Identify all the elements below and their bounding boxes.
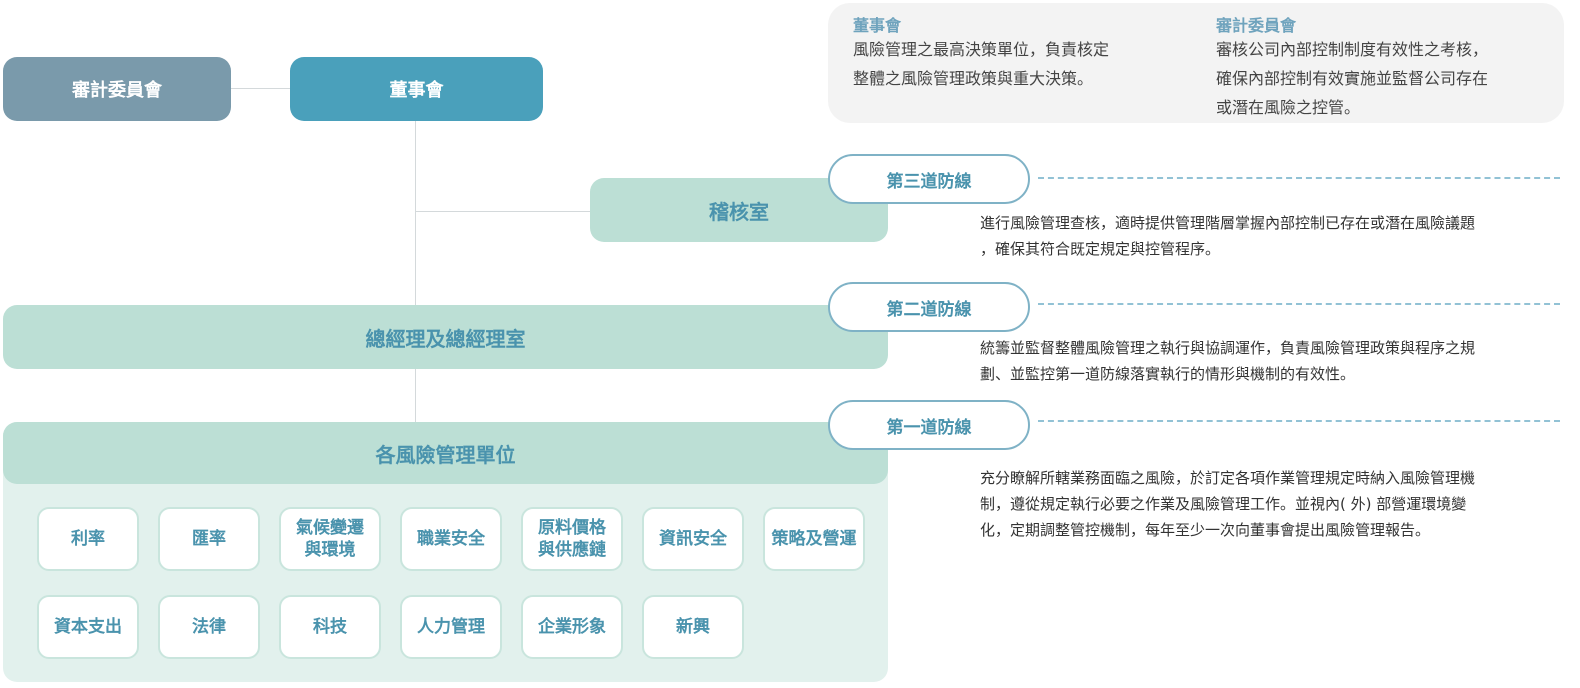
info-board-line: 風險管理之最高決策單位，負責核定: [853, 40, 1110, 59]
info-audit-title: 審計委員會: [1216, 16, 1297, 35]
defense-2-label: 第二道防線: [886, 299, 972, 320]
defense-1-desc: 充分瞭解所轄業務面臨之風險，於訂定各項作業管理規定時納入風險管理機 制，遵從規定…: [980, 465, 1540, 543]
info-board-text: 風險管理之最高決策單位，負責核定 整體之風險管理政策與重大決策。: [853, 35, 1183, 93]
risk-unit-tile: 人力管理: [400, 595, 502, 659]
defense-2-desc-line: 統籌並監督整體風險管理之執行與協調運作，負責風險管理政策與程序之規: [980, 339, 1476, 357]
risk-unit-tile: 利率: [37, 507, 139, 571]
risk-unit-label: 企業形象: [538, 616, 606, 638]
internal-audit-label: 稽核室: [709, 199, 769, 224]
risk-unit-label: 科技: [313, 616, 347, 638]
risk-unit-tile: 匯率: [158, 507, 260, 571]
connector-board-trunk: [415, 121, 416, 305]
connector-gm-units: [415, 369, 416, 422]
connector-trunk-internal: [415, 211, 590, 212]
risk-unit-tile: 策略及營運: [763, 507, 865, 571]
defense-1-desc-line: 制，遵從規定執行必要之作業及風險管理工作。並視內( 外) 部營運環境變: [980, 495, 1467, 513]
risk-unit-label: 法律: [192, 616, 226, 638]
defense-3-desc: 進行風險管理查核，適時提供管理階層掌握內部控制已存在或潛在風險議題 ，確保其符合…: [980, 210, 1540, 262]
defense-1-desc-line: 化，定期調整管控機制，每年至少一次向董事會提出風險管理報告。: [980, 521, 1431, 539]
risk-unit-label: 資訊安全: [659, 528, 727, 550]
audit-committee-box: 審計委員會: [3, 57, 231, 121]
risk-unit-tile: 科技: [279, 595, 381, 659]
defense-1-dashed-line: [1038, 420, 1560, 422]
defense-2-desc-line: 劃、並監控第一道防線落實執行的情形與機制的有效性。: [980, 365, 1356, 383]
risk-unit-label-line: 與供應鏈: [538, 540, 606, 560]
general-manager-label: 總經理及總經理室: [365, 326, 526, 351]
defense-2-dashed-line: [1038, 303, 1560, 305]
risk-unit-label: 利率: [71, 528, 105, 550]
risk-unit-label-line: 新興: [676, 617, 710, 637]
info-audit-line: 審核公司內部控制制度有效性之考核，: [1216, 40, 1489, 59]
defense-3-pill: 第三道防線: [828, 154, 1030, 204]
risk-units-title: 各風險管理單位: [375, 442, 516, 467]
risk-unit-tile: 資本支出: [37, 595, 139, 659]
risk-unit-tile: 原料價格與供應鏈: [521, 507, 623, 571]
risk-unit-label: 資本支出: [54, 616, 122, 638]
risk-unit-label: 匯率: [192, 528, 226, 550]
risk-unit-label-line: 企業形象: [538, 617, 606, 637]
info-board-line: 整體之風險管理政策與重大決策。: [853, 69, 1094, 88]
risk-unit-label: 原料價格與供應鏈: [538, 517, 606, 561]
info-panel: 董事會 風險管理之最高決策單位，負責核定 整體之風險管理政策與重大決策。 審計委…: [828, 3, 1564, 123]
defense-3-desc-line: ，確保其符合既定規定與控管程序。: [980, 240, 1221, 258]
board-label: 董事會: [389, 80, 444, 101]
risk-unit-label: 氣候變遷與環境: [296, 517, 364, 561]
risk-unit-tile: 新興: [642, 595, 744, 659]
general-manager-box: 總經理及總經理室: [3, 305, 888, 369]
risk-unit-label-line: 利率: [71, 529, 105, 549]
risk-unit-label-line: 與環境: [304, 540, 356, 560]
info-audit-line: 或潛在風險之控管。: [1216, 98, 1361, 117]
info-audit-line: 確保內部控制有效實施並監督公司存在: [1216, 69, 1489, 88]
risk-unit-label-line: 氣候變遷: [296, 518, 364, 538]
defense-1-label: 第一道防線: [886, 417, 972, 438]
info-audit-text: 審核公司內部控制制度有效性之考核， 確保內部控制有效實施並監督公司存在 或潛在風…: [1216, 35, 1556, 122]
risk-unit-label: 人力管理: [417, 616, 485, 638]
risk-unit-tile: 職業安全: [400, 507, 502, 571]
risk-unit-label-line: 資訊安全: [659, 529, 727, 549]
connector-audit-board: [231, 88, 290, 89]
risk-unit-label: 職業安全: [417, 528, 485, 550]
defense-3-desc-line: 進行風險管理查核，適時提供管理階層掌握內部控制已存在或潛在風險議題: [980, 214, 1476, 232]
defense-1-desc-line: 充分瞭解所轄業務面臨之風險，於訂定各項作業管理規定時納入風險管理機: [980, 469, 1476, 487]
risk-unit-tile: 法律: [158, 595, 260, 659]
defense-3-dashed-line: [1038, 177, 1560, 179]
defense-1-pill: 第一道防線: [828, 400, 1030, 450]
risk-unit-label-line: 匯率: [192, 529, 226, 549]
risk-unit-tile: 企業形象: [521, 595, 623, 659]
risk-units-header: 各風險管理單位: [3, 422, 888, 484]
risk-unit-label-line: 策略及營運: [771, 529, 857, 549]
risk-unit-label: 新興: [676, 616, 710, 638]
risk-unit-label-line: 法律: [192, 617, 226, 637]
risk-unit-label-line: 原料價格: [538, 518, 606, 538]
risk-unit-tile: 資訊安全: [642, 507, 744, 571]
defense-2-desc: 統籌並監督整體風險管理之執行與協調運作，負責風險管理政策與程序之規 劃、並監控第…: [980, 335, 1540, 387]
risk-unit-label: 策略及營運: [772, 528, 857, 550]
risk-unit-label-line: 人力管理: [417, 617, 485, 637]
defense-2-pill: 第二道防線: [828, 282, 1030, 332]
risk-unit-label-line: 職業安全: [417, 529, 485, 549]
info-board-title: 董事會: [853, 16, 902, 35]
risk-unit-label-line: 科技: [313, 617, 347, 637]
risk-unit-label-line: 資本支出: [54, 617, 122, 637]
defense-3-label: 第三道防線: [886, 171, 972, 192]
audit-committee-label: 審計委員會: [72, 80, 162, 101]
board-box: 董事會: [290, 57, 543, 121]
risk-unit-tile: 氣候變遷與環境: [279, 507, 381, 571]
